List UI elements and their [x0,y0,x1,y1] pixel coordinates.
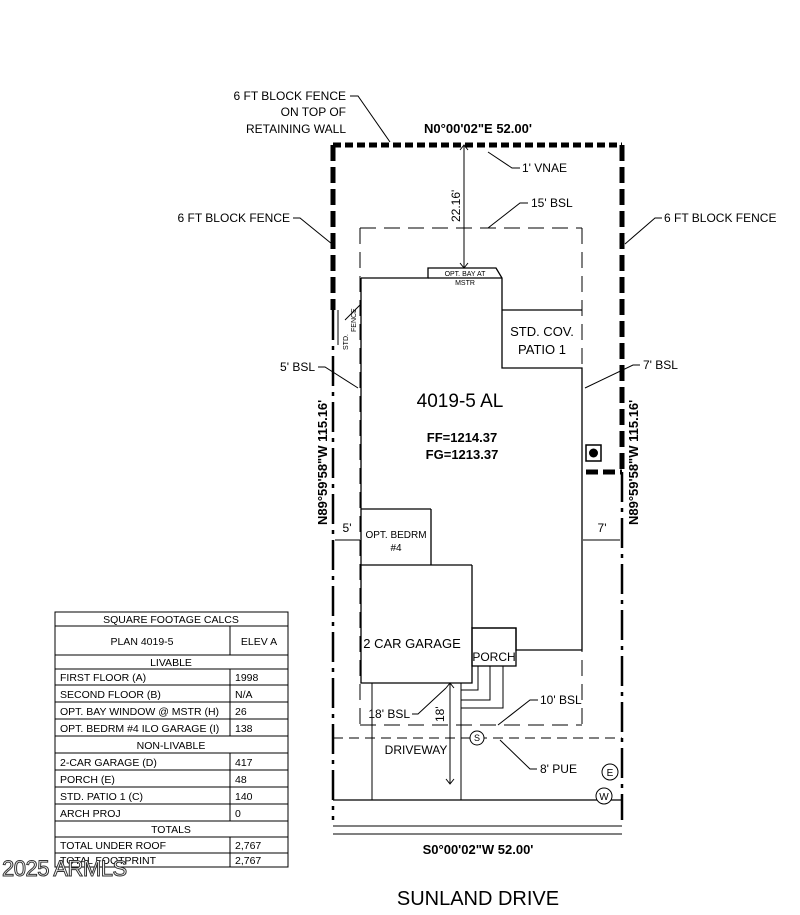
table-row-value: 1998 [235,672,259,684]
bsl-15-label: 15' BSL [531,196,573,210]
street-name: SUNLAND DRIVE [397,888,559,910]
table-plan: PLAN 4019-5 [110,636,173,648]
pue-label: 8' PUE [540,762,577,776]
sewer-marker-label: S [474,733,480,743]
bsl-5-label: 5' BSL [280,360,315,374]
dim-18: 18' [433,706,447,722]
dim-5: 5' [343,521,352,535]
patio-label-2: PATIO 1 [518,342,566,357]
utility-markers: S E W [469,444,619,805]
rear-dimension: 22.16' [449,190,463,222]
finished-floor: FF=1214.37 [427,430,497,445]
table-livable-header: LIVABLE [150,657,192,669]
dimension-lines [293,95,662,785]
plan-name: 4019-5 AL [417,391,504,412]
table-row-label: SECOND FLOOR (B) [60,689,161,701]
table-title: SQUARE FOOTAGE CALCS [103,614,239,626]
table-row-label: OPT. BAY WINDOW @ MSTR (H) [60,706,219,718]
side-bearing-right: N89°59'58"W 115.16' [626,400,641,525]
bsl-10-label: 10' BSL [540,693,582,707]
fence-top-label-2: ON TOP OF [281,105,346,119]
driveway-label: DRIVEWAY [385,743,448,757]
bsl-7-label: 7' BSL [643,358,678,372]
table-row-label: PORCH (E) [60,774,115,786]
std-fence-label-1: STD. [343,334,350,350]
north-bearing: N0°00'02"E 52.00' [424,121,532,136]
table-row-label: TOTAL UNDER ROOF [60,840,166,852]
south-bearing: S0°00'02"W 52.00' [423,842,534,857]
table-row-label: OPT. BEDRM #4 ILO GARAGE (I) [60,723,219,735]
opt-bay-label-2: MSTR [455,280,475,287]
house-footprint [360,267,583,684]
table-totals-header: TOTALS [151,824,191,836]
water-marker-label: W [599,792,609,803]
table-row-value: 417 [235,757,253,769]
opt-bedrm-label-1: OPT. BEDRM [365,530,426,541]
table-row-label: ARCH PROJ [60,808,121,820]
sewer-marker-icon [469,730,485,746]
table-row-value: 138 [235,723,253,735]
plan-labels: 6 FT BLOCK FENCE ON TOP OF RETAINING WAL… [178,89,777,910]
fence-top-label-1: 6 FT BLOCK FENCE [234,89,346,103]
table-row-label: FIRST FLOOR (A) [60,672,146,684]
copyright-watermark: 2025 ARMLS [2,856,128,882]
electric-marker-label: E [607,768,614,779]
opt-bedrm-label-2: #4 [390,543,402,554]
opt-bay-label-1: OPT. BAY AT [445,271,487,278]
sqft-table: SQUARE FOOTAGE CALCS PLAN 4019-5 ELEV A … [54,611,289,868]
table-row-value: 2,767 [235,840,261,852]
table-elev: ELEV A [241,636,277,648]
fence-right-label: 6 FT BLOCK FENCE [664,211,776,225]
driveway-lines [333,666,622,835]
table-row-value: N/A [235,689,253,701]
porch-label: PORCH [472,650,515,664]
fence-top-label-3: RETAINING WALL [246,122,346,136]
table-row-label: STD. PATIO 1 (C) [60,791,143,803]
patio-label-1: STD. COV. [510,324,574,339]
std-fence-label-2: FENCE [351,308,358,332]
garage-label: 2 CAR GARAGE [363,636,461,651]
bsl-18-label: 18' BSL [368,707,410,721]
table-row-label: 2-CAR GARAGE (D) [60,757,157,769]
table-row-value: 48 [235,774,247,786]
table-row-value: 2,767 [235,855,261,867]
dim-7: 7' [598,521,607,535]
electric-marker-icon [601,763,619,781]
fence-left-label: 6 FT BLOCK FENCE [178,211,290,225]
table-row-value: 26 [235,706,247,718]
vnae-label: 1' VNAE [522,161,567,175]
water-marker-icon [595,787,613,805]
finished-grade: FG=1213.37 [426,447,499,462]
table-row-value: 140 [235,791,253,803]
property-fence [330,142,625,820]
side-bearing-left: N89°59'58"W 115.16' [315,400,330,525]
table-row-value: 0 [235,808,241,820]
table-row-label: TOTAL FOOTPRINT [60,855,157,867]
table-nonlivable-header: NON-LIVABLE [137,740,206,752]
